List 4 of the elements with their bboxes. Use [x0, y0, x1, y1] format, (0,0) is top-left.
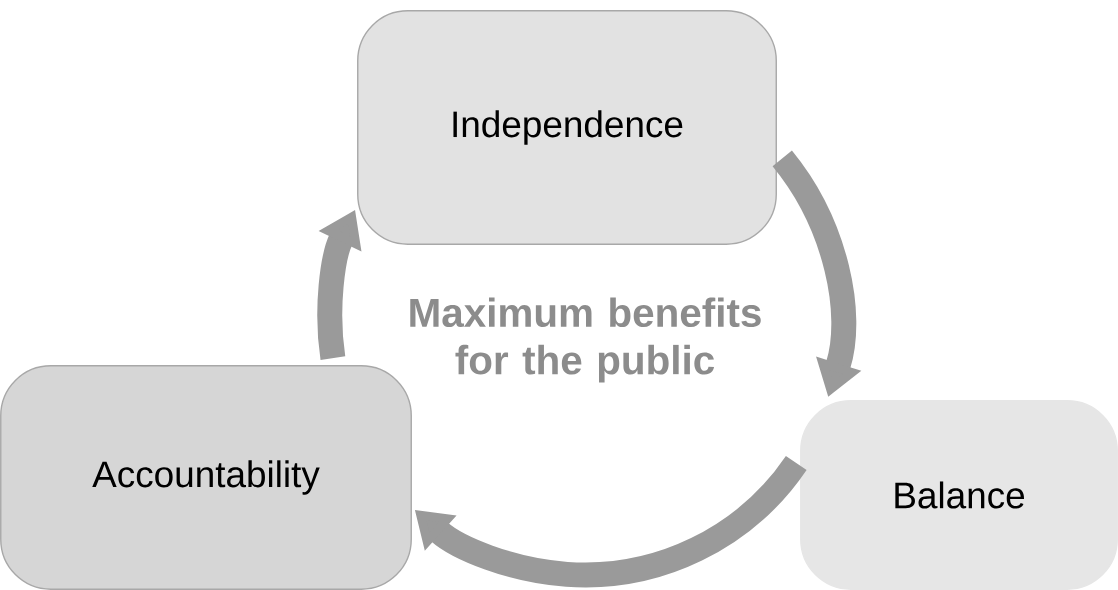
- process-box: Independence: [357, 10, 777, 245]
- center-text: Maximum benefits for the public: [410, 297, 761, 383]
- process-box: Accountability: [0, 365, 412, 590]
- process-box: Balance: [800, 400, 1118, 590]
